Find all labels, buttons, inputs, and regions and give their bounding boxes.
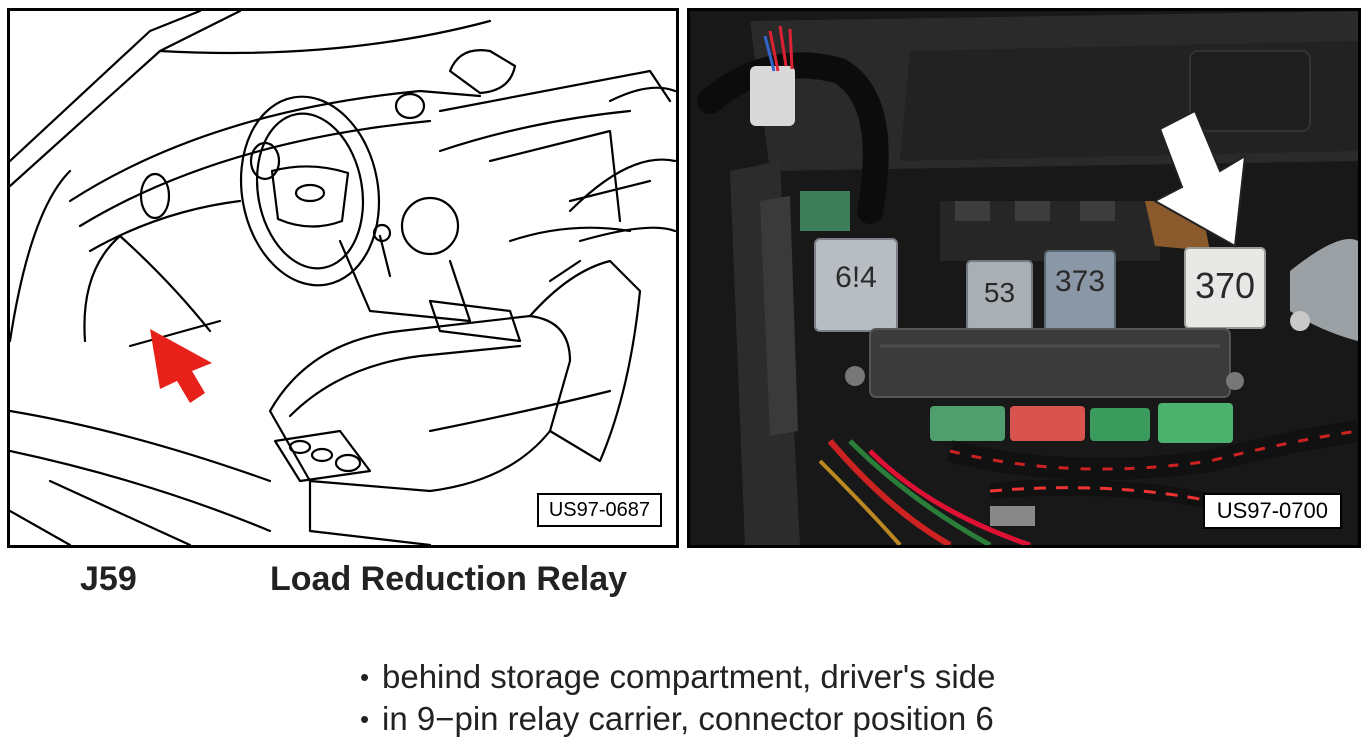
location-notes: • behind storage compartment, driver's s… bbox=[360, 656, 995, 740]
figure-reference-label: US97-0700 bbox=[1202, 493, 1342, 529]
component-code: J59 bbox=[80, 560, 137, 598]
interior-illustration: US97-0687 bbox=[7, 8, 679, 548]
list-item: • behind storage compartment, driver's s… bbox=[360, 656, 995, 698]
relay-carrier-drawing bbox=[690, 11, 1358, 545]
location-arrow bbox=[150, 329, 212, 403]
relay-label: 53 bbox=[983, 277, 1016, 308]
interior-drawing bbox=[10, 11, 676, 545]
component-name: Load Reduction Relay bbox=[270, 560, 628, 598]
component-heading: J59 Load Reduction Relay bbox=[0, 560, 1368, 604]
figure-reference-label: US97-0687 bbox=[536, 493, 662, 527]
relay-370 bbox=[1184, 247, 1266, 329]
relay-label: 373 bbox=[1054, 265, 1106, 298]
bullet-icon: • bbox=[360, 704, 370, 734]
relay-carrier-photo: 6!4 53 373 370 US97-0700 bbox=[687, 8, 1361, 548]
relay-614 bbox=[814, 238, 898, 332]
note-text: in 9−pin relay carrier, connector positi… bbox=[382, 700, 994, 737]
relay-label: 6!4 bbox=[835, 261, 877, 294]
list-item: • in 9−pin relay carrier, connector posi… bbox=[360, 698, 995, 740]
bullet-icon: • bbox=[360, 662, 370, 692]
note-text: behind storage compartment, driver's sid… bbox=[382, 658, 996, 695]
relay-label: 370 bbox=[1194, 265, 1256, 306]
location-arrow bbox=[1152, 109, 1247, 248]
